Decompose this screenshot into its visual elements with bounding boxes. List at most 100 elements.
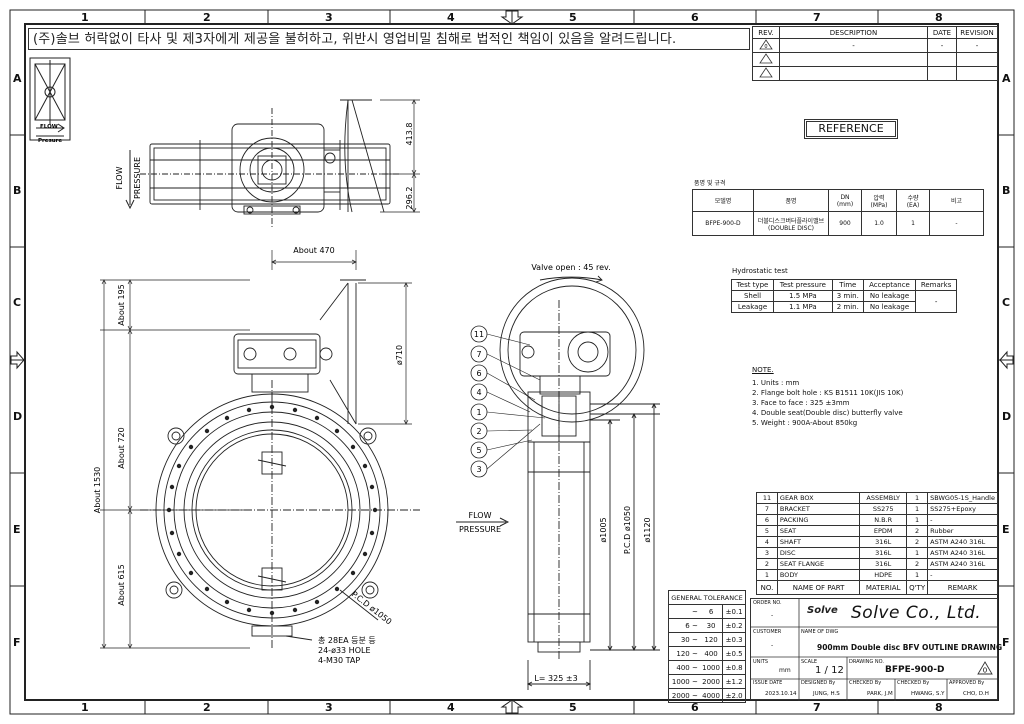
reference-label: REFERENCE	[804, 119, 898, 139]
grid-row-label: C	[1002, 296, 1011, 309]
order-no: -	[771, 612, 774, 619]
dim-1005: ø1005	[599, 517, 608, 542]
grid-col-label: 4	[447, 701, 455, 714]
grid-row-label: C	[13, 296, 22, 309]
approved-by: CHO, D.H	[963, 691, 989, 697]
issue-date: 2023.10.14	[765, 691, 797, 697]
balloon-label: 7	[476, 350, 481, 359]
flow-label-top: FLOW	[115, 166, 124, 189]
top-view	[140, 99, 400, 228]
parts-header: MATERIAL	[859, 580, 908, 595]
part-qty: 1	[906, 569, 929, 581]
grid-col-label: 6	[691, 11, 699, 24]
hydro-cell: No leakage	[862, 301, 917, 313]
balloons	[470, 325, 488, 478]
scale-label: SCALE	[801, 659, 818, 665]
grid-col-label: 3	[325, 11, 333, 24]
designed-by: JUNG, H.S	[813, 691, 840, 697]
grid-row-label: B	[1002, 184, 1011, 197]
spec-cell: BFPE-900-D	[692, 211, 754, 236]
confidentiality-notice: (주)솔브 허락없이 타사 및 제3자에게 제공을 불허하고, 위반시 영업비밀…	[28, 28, 750, 50]
grid-row-label: B	[13, 184, 22, 197]
balloon-label: 5	[476, 446, 481, 455]
dim-face-to-face: L= 325 ±3	[534, 674, 577, 683]
grid-col-label: 7	[813, 701, 821, 714]
side-view	[499, 275, 660, 690]
designed-label: DESIGNED By	[801, 680, 836, 686]
parts-header: NAME OF PART	[776, 580, 861, 595]
dim-710: ø710	[395, 345, 404, 365]
spec-cell: 1.0	[861, 211, 897, 236]
title-rev-mark: 0	[983, 667, 987, 675]
scale: 1 / 12	[815, 665, 844, 676]
note-item: 2. Flange bolt hole : KS B1511 10K(JIS 1…	[752, 389, 904, 397]
spec-cell: 더블디스크버터플라이밸브 (DOUBLE DISC)	[753, 211, 829, 236]
checked1-label: CHECKED By	[849, 680, 882, 686]
spec-table-caption: 품명 및 규격	[694, 180, 726, 187]
company-name: Solve Co., Ltd.	[851, 603, 982, 623]
approved-label: APPROVED By	[949, 680, 985, 686]
note-item: 5. Weight : 900A-About 850kg	[752, 419, 858, 427]
dwg-name-label: NAME OF DWG	[801, 629, 839, 635]
hydrostatic-table: Test type Test pressure Time Acceptance …	[731, 279, 957, 313]
front-view-dims	[100, 250, 412, 649]
grid-col-label: 7	[813, 11, 821, 24]
parts-header: REMARK	[927, 580, 998, 595]
spec-table: 모델명 품명 DN (mm) 압력 (MPa) 수량 (EA) 비고 BFPE-…	[692, 189, 984, 236]
valve-open-label: Valve open : 45 rev.	[531, 263, 610, 272]
units-label: UNITS	[753, 659, 769, 665]
dim-pcd-side: P.C.D ø1050	[623, 506, 632, 554]
bolt-note-2: 24-ø33 HOLE	[318, 646, 371, 655]
bolt-holes	[166, 404, 378, 616]
units: mm	[779, 667, 791, 674]
grid-row-label: E	[13, 523, 21, 536]
pressure-label-side: PRESSURE	[459, 525, 501, 534]
checked2-label: CHECKED By	[897, 680, 930, 686]
flow-arrow-vertical	[125, 150, 135, 210]
dim-1120: ø1120	[643, 517, 652, 542]
balloon-label: 3	[476, 465, 481, 474]
note-item: 1. Units : mm	[752, 379, 800, 387]
balloon-leaders	[486, 333, 546, 470]
grid-col-label: 1	[81, 11, 89, 24]
front-view	[140, 279, 420, 650]
balloon-label: 6	[476, 369, 481, 378]
grid-row-label: F	[13, 636, 21, 649]
company-logo: Solve	[807, 605, 838, 616]
grid-row-label: F	[1002, 636, 1010, 649]
balloon-label: 2	[476, 427, 481, 436]
checked-by-2: HWANG, S.Y	[911, 691, 945, 697]
grid-col-label: 8	[935, 701, 943, 714]
flow-arrow-horizontal	[456, 517, 510, 527]
grid-col-label: 3	[325, 701, 333, 714]
checked-by-1: PARK, J.M	[867, 691, 893, 697]
notes-title: NOTE.	[752, 366, 774, 374]
grid-row-label: A	[13, 72, 22, 85]
dim-195: About 195	[117, 284, 126, 325]
grid-col-label: 2	[203, 11, 211, 24]
bolt-note-3: 4-M30 TAP	[318, 656, 360, 665]
spec-cell: -	[929, 211, 984, 236]
dim-470: About 470	[293, 246, 334, 255]
note-item: 4. Double seat(Double disc) butterfly va…	[752, 409, 903, 417]
grid-row-label: E	[1002, 523, 1010, 536]
hydro-cell: 1.1 MPa	[773, 301, 833, 313]
tol-to: 4000	[699, 688, 724, 703]
dim-1530: About 1530	[93, 467, 102, 514]
grid-row-label: D	[13, 410, 23, 423]
dim-413: 413.8	[405, 123, 414, 146]
hydro-remarks: -	[915, 290, 957, 313]
grid-col-label: 5	[569, 701, 577, 714]
issue-date-label: ISSUE DATE	[753, 680, 783, 686]
note-item: 3. Face to face : 325 ±3mm	[752, 399, 850, 407]
flow-icon-label-1: FLOW	[40, 124, 58, 130]
drawing-no: BFPE-900-D	[885, 665, 945, 675]
flow-label-side: FLOW	[469, 511, 492, 520]
tol-value: ±2.0	[722, 688, 746, 703]
grid-col-label: 4	[447, 11, 455, 24]
title-block: ORDER NO. - Solve Solve Co., Ltd. CUSTOM…	[750, 598, 1002, 701]
dim-296: 296.2	[405, 187, 414, 210]
order-no-label: ORDER NO.	[753, 600, 782, 606]
